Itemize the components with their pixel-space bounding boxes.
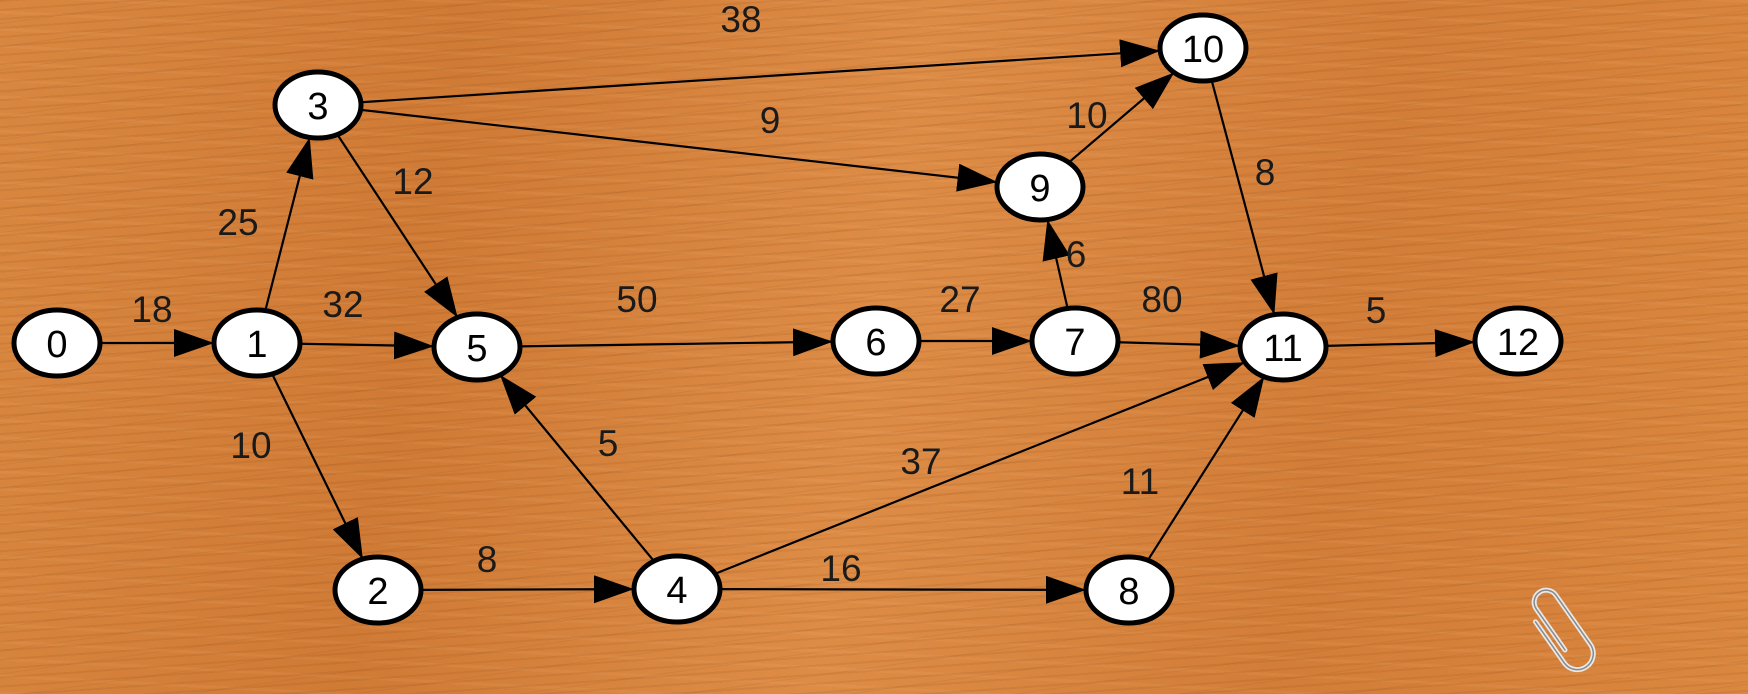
edge-2-to-4 [420, 575, 635, 604]
node-1: 1 [211, 307, 303, 379]
edge-weight-9-10: 10 [1066, 95, 1107, 136]
node-7: 7 [1029, 305, 1121, 377]
node-8: 8 [1083, 554, 1175, 626]
edge-1-to-5 [299, 331, 435, 360]
paperclip-icon [1531, 587, 1596, 673]
edge-line-10-11 [1210, 80, 1278, 315]
edge-3-to-10 [360, 39, 1161, 104]
edge-weight-8-11: 11 [1121, 461, 1159, 502]
node-ellipse-11 [1237, 311, 1329, 383]
node-ellipse-1 [211, 307, 303, 379]
node-2: 2 [332, 554, 424, 626]
edge-4-to-5 [499, 374, 655, 562]
edge-weight-4-11: 37 [900, 441, 941, 482]
edge-line-3-5 [336, 133, 459, 319]
edge-weight-4-8: 16 [820, 548, 861, 589]
edges [100, 39, 1476, 604]
node-label-12: 12 [1497, 322, 1539, 364]
edge-line-7-11 [1117, 330, 1241, 359]
node-ellipse-10 [1157, 12, 1249, 84]
edge-line-4-8 [719, 575, 1087, 604]
edge-10-to-11 [1210, 80, 1278, 315]
node-ellipse-2 [332, 554, 424, 626]
edge-weight-3-5: 12 [392, 161, 433, 202]
edge-weight-10-11: 8 [1255, 152, 1276, 193]
node-label-5: 5 [466, 328, 487, 370]
node-label-11: 11 [1263, 328, 1302, 370]
node-label-7: 7 [1064, 322, 1085, 364]
node-4: 4 [631, 553, 723, 625]
edge-line-2-4 [420, 575, 635, 604]
edge-11-to-12 [1325, 329, 1476, 358]
edge-line-3-9 [360, 108, 998, 192]
node-11: 11 [1237, 311, 1329, 383]
edge-weight-2-4: 8 [477, 539, 498, 580]
node-ellipse-0 [11, 307, 103, 379]
node-label-8: 8 [1118, 571, 1139, 613]
node-ellipse-12 [1472, 305, 1564, 377]
edge-weight-5-6: 50 [616, 279, 657, 320]
edge-line-4-11 [714, 361, 1246, 575]
edge-3-to-5 [336, 133, 459, 319]
edge-7-to-9 [1042, 219, 1070, 309]
node-label-4: 4 [666, 570, 687, 612]
node-label-6: 6 [865, 322, 886, 364]
node-ellipse-8 [1083, 554, 1175, 626]
edge-weight-11-12: 5 [1366, 290, 1387, 331]
node-12: 12 [1472, 305, 1564, 377]
node-6: 6 [830, 305, 922, 377]
edge-weight-6-7: 27 [939, 279, 980, 320]
node-ellipse-4 [631, 553, 723, 625]
node-5: 5 [431, 311, 523, 383]
edge-1-to-3 [264, 137, 314, 311]
edge-weight-7-11: 80 [1141, 279, 1182, 320]
edge-1-to-2 [271, 373, 364, 560]
edge-weight-1-5: 32 [322, 284, 363, 325]
node-ellipse-6 [830, 305, 922, 377]
node-label-0: 0 [46, 324, 67, 366]
edge-5-to-6 [519, 328, 834, 357]
edge-line-4-5 [499, 374, 655, 562]
edge-line-1-3 [264, 137, 314, 311]
node-0: 0 [11, 307, 103, 379]
edge-weight-7-9: 6 [1066, 234, 1087, 275]
edge-8-to-11 [1146, 376, 1266, 561]
edge-line-7-9 [1042, 219, 1070, 309]
node-3: 3 [272, 69, 364, 141]
edge-line-1-2 [271, 373, 364, 560]
edge-line-8-11 [1146, 376, 1266, 561]
edge-weight-3-9: 9 [760, 100, 781, 141]
node-ellipse-5 [431, 311, 523, 383]
edge-weight-4-5: 5 [598, 423, 619, 464]
node-10: 10 [1157, 12, 1249, 84]
edge-line-9-10 [1068, 71, 1175, 164]
node-ellipse-9 [994, 151, 1086, 223]
node-label-1: 1 [246, 324, 267, 366]
edge-weight-1-2: 10 [230, 425, 271, 466]
node-ellipse-7 [1029, 305, 1121, 377]
edge-line-1-5 [299, 331, 435, 360]
node-label-10: 10 [1182, 29, 1224, 71]
edge-line-11-12 [1325, 329, 1476, 358]
edge-3-to-9 [360, 108, 998, 192]
node-label-9: 9 [1029, 168, 1050, 210]
edge-line-5-6 [519, 328, 834, 357]
node-9: 9 [994, 151, 1086, 223]
edge-4-to-8 [719, 575, 1087, 604]
node-label-2: 2 [367, 571, 388, 613]
edge-9-to-10 [1068, 71, 1175, 164]
node-label-3: 3 [307, 86, 328, 128]
node-ellipse-3 [272, 69, 364, 141]
edge-4-to-11 [714, 361, 1246, 575]
edge-7-to-11 [1117, 330, 1241, 359]
edge-weight-3-10: 38 [720, 0, 761, 40]
edge-weight-1-3: 25 [217, 202, 258, 243]
edge-weight-0-1: 18 [131, 289, 172, 330]
edge-line-3-10 [360, 39, 1161, 104]
